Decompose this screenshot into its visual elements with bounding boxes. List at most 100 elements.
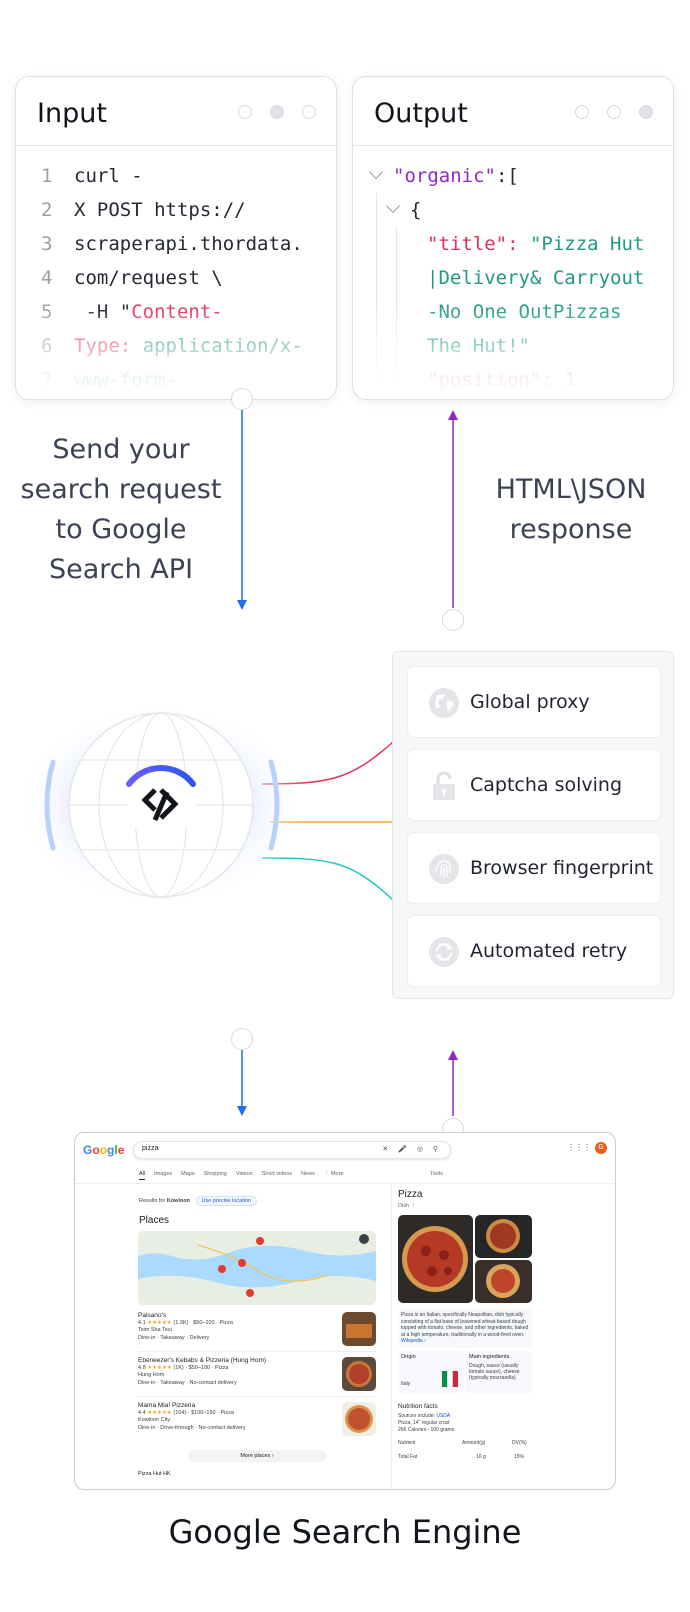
feature-label: Global proxy <box>470 691 590 713</box>
nutrition-source: Sources include: USDA <box>398 1413 451 1419</box>
next-result-title[interactable]: Pizza Hut HK <box>138 1471 171 1477</box>
tab-shortvideos[interactable]: Short videos <box>261 1171 293 1177</box>
place-thumbnail[interactable] <box>342 1402 376 1436</box>
caption-line: Send your <box>52 434 190 465</box>
signal-arc <box>268 759 280 851</box>
line-number: 6 <box>41 335 53 357</box>
feature-label: Browser fingerprint <box>470 857 654 879</box>
code-line: "title": "Pizza Hut <box>353 227 673 261</box>
italy-flag-icon <box>442 1371 458 1387</box>
places-heading: Places <box>139 1215 170 1226</box>
place-item[interactable]: Ebeneezer's Kebabs & Pizzeria (Hung Hom)… <box>138 1357 376 1391</box>
knowledge-panel-facts: Origin Italy Main ingredients Dough, sau… <box>398 1351 532 1393</box>
request-arrow-head <box>237 600 247 610</box>
origin-value: Italy <box>401 1381 411 1387</box>
ingredients-label: Main ingredients <box>469 1354 510 1360</box>
output-code-block: "organic":[{"title": "Pizza Hut|Delivery… <box>353 159 673 399</box>
feature-captcha-solving: Captcha solving <box>407 749 661 821</box>
knowledge-panel-title: Pizza <box>398 1189 423 1200</box>
places-map[interactable] <box>138 1231 376 1305</box>
tab-videos[interactable]: Videos <box>235 1171 253 1177</box>
more-places-button[interactable]: More places › <box>188 1450 326 1462</box>
tab-news[interactable]: News <box>301 1171 315 1177</box>
tab-all[interactable]: All <box>139 1171 146 1180</box>
feature-automated-retry: Automated retry <box>407 915 661 987</box>
response-arrow-head-2 <box>448 1050 458 1060</box>
code-text: -No One OutPizzas <box>427 301 622 323</box>
code-text: -H "Content- <box>74 301 223 323</box>
connector-node <box>231 1028 253 1050</box>
knowledge-panel-images[interactable] <box>398 1215 532 1303</box>
code-line: |Delivery& Carryout <box>353 261 673 295</box>
code-line: "position": 1 <box>353 363 673 397</box>
code-line: -No One OutPizzas <box>353 295 673 329</box>
place-area: Kowloon City <box>138 1417 171 1423</box>
retry-icon <box>429 937 459 967</box>
place-name[interactable]: Ebeneezer's Kebabs & Pizzeria (Hung Hom) <box>138 1357 267 1364</box>
tab-more[interactable]: ⋮ More <box>323 1171 344 1177</box>
input-title: Input <box>37 98 107 129</box>
bottom-title: Google Search Engine <box>168 1513 522 1551</box>
place-rating: 4.1 ★★★★★ (1.3K) · $50–100 · Pizza <box>138 1319 233 1326</box>
line-number: 5 <box>41 301 53 323</box>
code-line: "organic":[ <box>353 159 673 193</box>
window-controls <box>238 105 316 119</box>
avatar[interactable]: G <box>595 1142 607 1154</box>
column-divider <box>391 1185 392 1489</box>
window-dot <box>302 105 316 119</box>
output-panel-header: Output <box>353 77 673 146</box>
code-text: Type: application/x- <box>74 335 303 357</box>
input-panel-header: Input <box>16 77 336 146</box>
tools-button[interactable]: Tools <box>430 1171 443 1177</box>
wikipedia-link[interactable]: Wikipedia › <box>401 1338 426 1344</box>
connector-node <box>442 609 464 631</box>
place-thumbnail[interactable] <box>342 1357 376 1391</box>
tab-maps[interactable]: Maps <box>181 1171 195 1177</box>
place-area: Tsim Sha Tsui <box>138 1327 172 1333</box>
tab-shopping[interactable]: Shopping <box>203 1171 227 1177</box>
search-bar[interactable]: pizza ✕ 🎤 ◎ ⚲ <box>133 1141 451 1159</box>
code-line: { <box>353 193 673 227</box>
place-rating: 4.8 ★★★★★ (1K) · $50–100 · Pizza <box>138 1364 229 1371</box>
search-bar-icons[interactable]: ✕ 🎤 ◎ ⚲ <box>382 1146 442 1153</box>
window-dot <box>575 105 589 119</box>
code-line: 7 www-form- <box>16 363 336 397</box>
origin-card[interactable]: Origin Italy <box>398 1351 464 1393</box>
apps-grid-icon[interactable]: ⋮⋮⋮ <box>567 1143 591 1152</box>
line-number: 3 <box>41 233 53 255</box>
list-divider <box>138 1396 376 1397</box>
window-dot <box>270 105 284 119</box>
feature-browser-fingerprint: Browser fingerprint <box>407 832 661 904</box>
google-logo: Google <box>83 1143 125 1157</box>
place-name[interactable]: Paisano's <box>138 1312 166 1319</box>
place-services: Dine-in · Takeaway · Delivery <box>138 1334 210 1341</box>
ingredients-value: Dough, sauce (usually tomato sauce), che… <box>469 1363 520 1381</box>
origin-label: Origin <box>401 1354 416 1360</box>
code-text: www-form- <box>74 369 177 391</box>
place-area: Hung Hom <box>138 1372 165 1378</box>
fingerprint-icon <box>429 854 459 884</box>
place-item[interactable]: Mama Mia! Pizzeria 4.4 ★★★★★ (164) · $10… <box>138 1402 376 1436</box>
results-for: Results for Kowloon Use precise location <box>139 1196 258 1206</box>
request-arrow-head-2 <box>237 1106 247 1116</box>
knowledge-panel-subtitle: Dish ⋮ <box>398 1203 417 1209</box>
caption-line: response <box>509 514 633 545</box>
ingredients-card[interactable]: Main ingredients Dough, sauce (usually t… <box>466 1351 532 1393</box>
place-services: Dine-in · Drive-through · No-contact del… <box>138 1424 246 1431</box>
tab-images[interactable]: Images <box>154 1171 173 1177</box>
window-dot <box>607 105 621 119</box>
place-item[interactable]: Paisano's 4.1 ★★★★★ (1.3K) · $50–100 · P… <box>138 1312 376 1346</box>
line-number: 7 <box>41 369 53 391</box>
place-name[interactable]: Mama Mia! Pizzeria <box>138 1402 196 1409</box>
use-precise-location-button[interactable]: Use precise location <box>195 1196 258 1206</box>
search-input[interactable]: pizza <box>142 1145 159 1152</box>
results-location: Kowloon <box>166 1198 191 1204</box>
results-for-label: Results for <box>139 1198 166 1204</box>
caption-line: search request <box>20 474 222 505</box>
code-text: curl - <box>74 165 143 187</box>
connector-node <box>231 388 253 410</box>
thordata-logo-icon <box>141 788 179 821</box>
place-thumbnail[interactable] <box>342 1312 376 1346</box>
